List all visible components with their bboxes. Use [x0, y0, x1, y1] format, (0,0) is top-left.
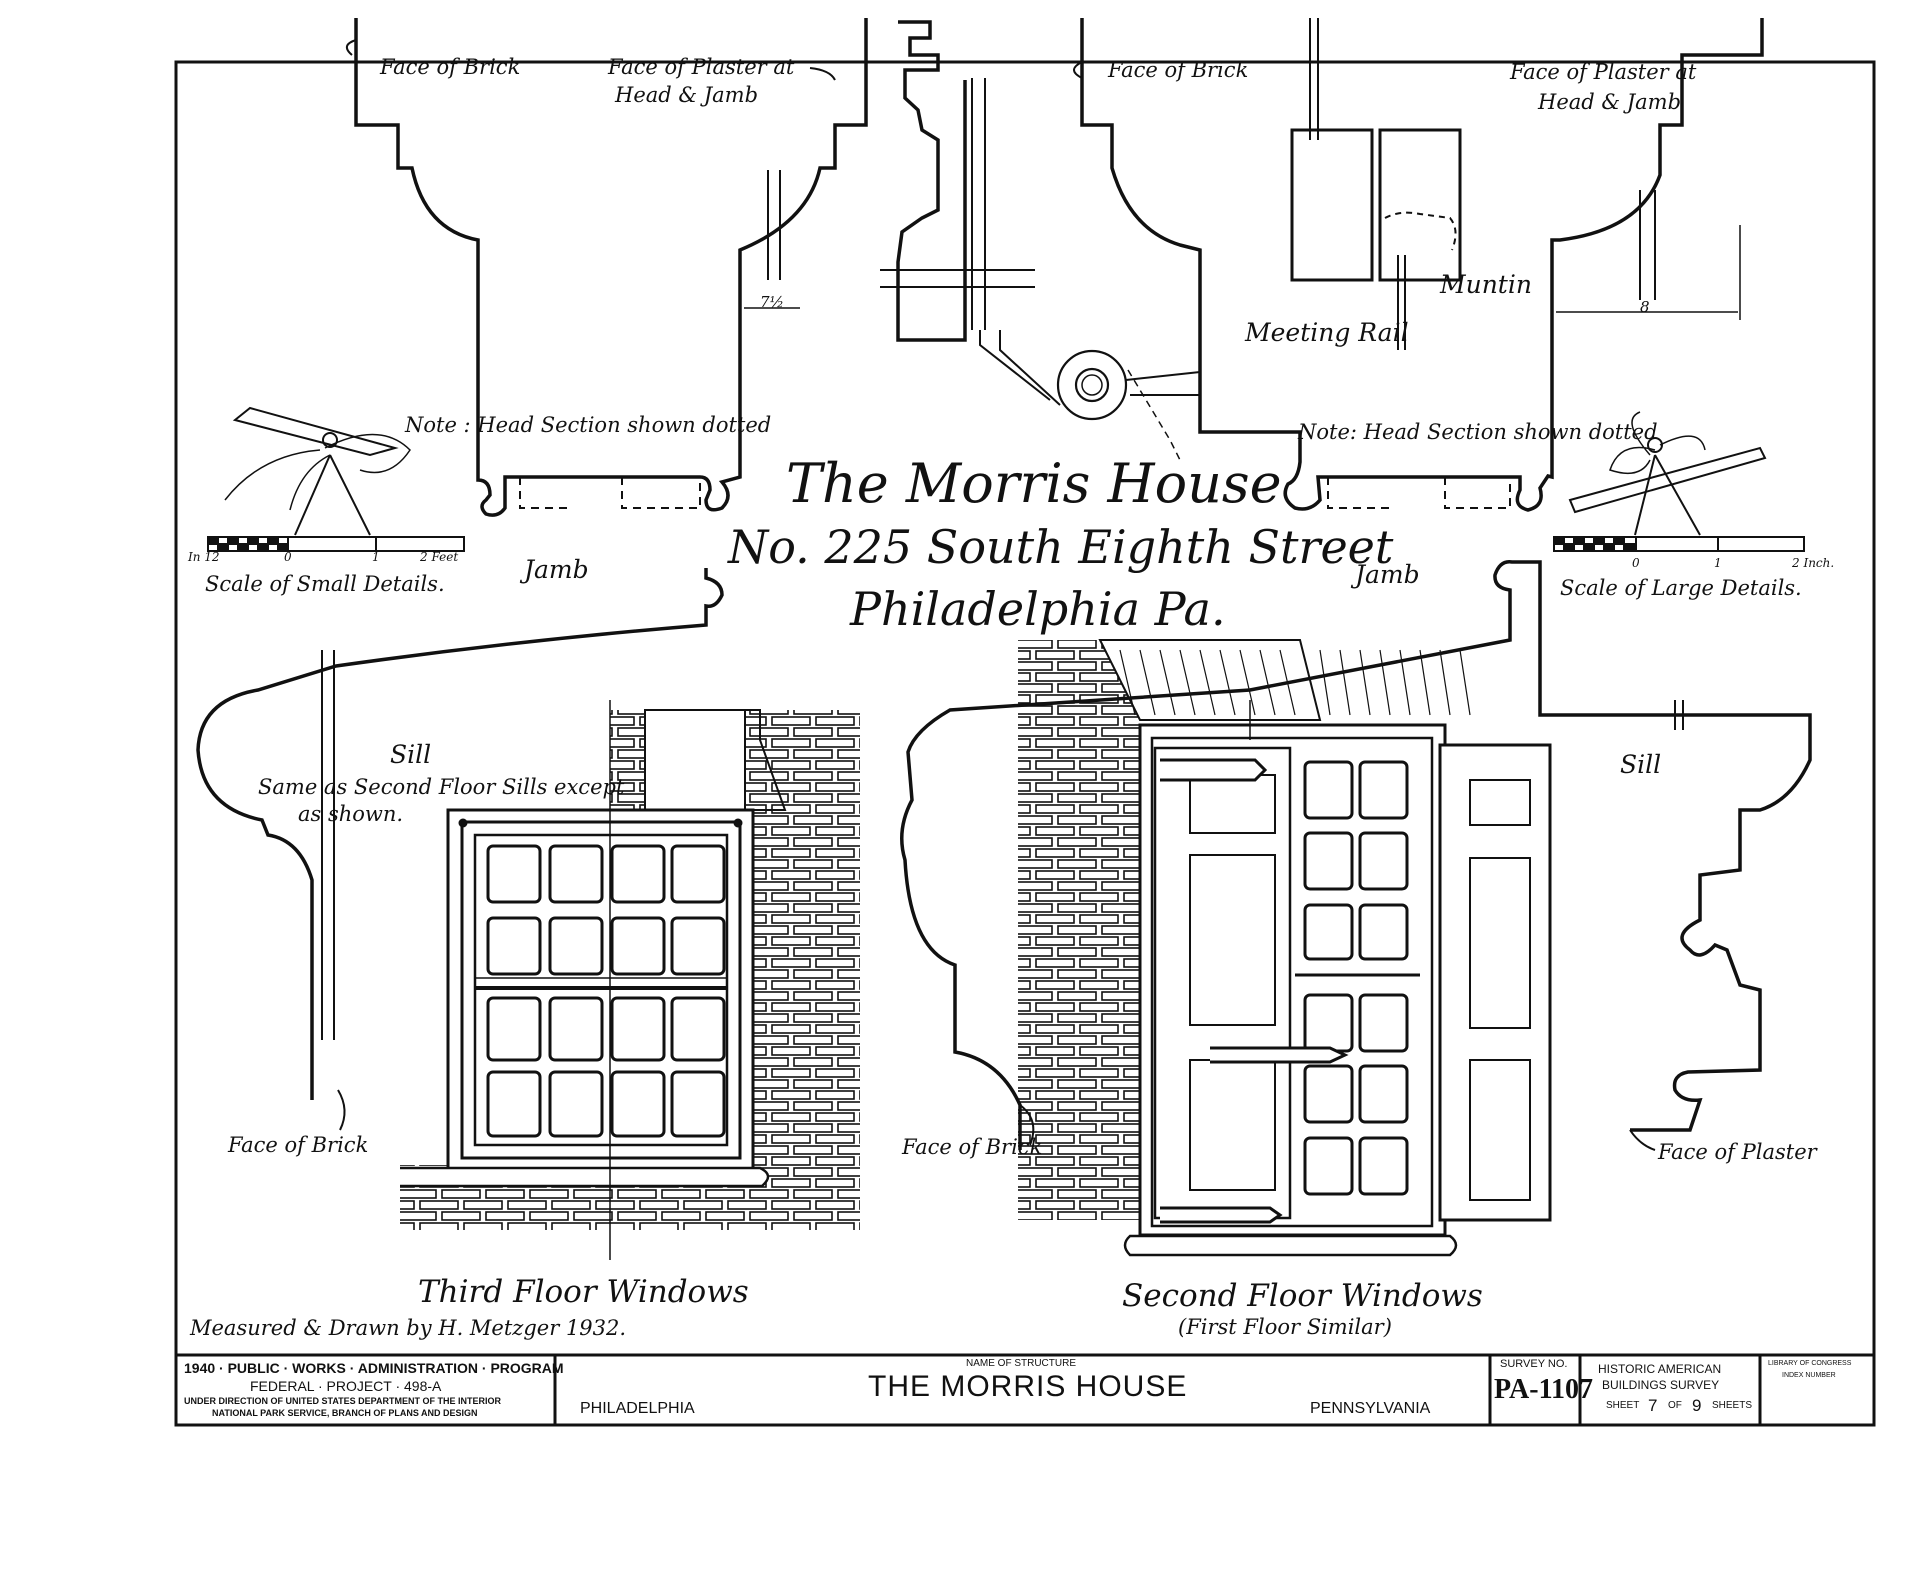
sill-profile-center: [900, 560, 1812, 1150]
caption-first-floor-similar: (First Floor Similar): [1178, 1315, 1392, 1339]
second-floor-window: [1018, 639, 1552, 1257]
label-face-of-plaster-tr-2: Head & Jamb: [1538, 90, 1682, 114]
jamb-profile-left: [354, 18, 868, 517]
drawing-title-line2: No. 225 South Eighth Street: [728, 520, 1394, 574]
sill-note-2: as shown.: [298, 802, 404, 826]
label-scale-small: Scale of Small Details.: [205, 572, 445, 596]
label-face-of-brick-bc: Face of Brick: [902, 1135, 1043, 1159]
label-face-of-plaster-tl-1: Face of Plaster at: [608, 55, 795, 79]
title-block-frame: [174, 1353, 1876, 1427]
tb-loc-2: INDEX NUMBER: [1782, 1372, 1836, 1379]
tb-direction-1: UNDER DIRECTION OF UNITED STATES DEPARTM…: [184, 1396, 501, 1406]
tb-of-label: OF: [1668, 1400, 1682, 1411]
sill-profile-left: [196, 568, 724, 1100]
drawing-title-line3: Philadelphia Pa.: [850, 582, 1226, 636]
leader-lines: [337, 39, 1656, 1151]
label-face-of-brick-tr: Face of Brick: [1108, 58, 1249, 82]
scale-bar-large: [1553, 411, 1805, 552]
sill-note-1: Same as Second Floor Sills except: [258, 775, 625, 799]
scale-small-tick-1: 0: [284, 550, 292, 564]
tb-agency-1: HISTORIC AMERICAN: [1598, 1362, 1722, 1376]
label-face-of-brick-bl: Face of Brick: [228, 1133, 369, 1157]
tb-survey-label: SURVEY NO.: [1500, 1358, 1568, 1370]
tb-sheets-label: SHEETS: [1712, 1400, 1753, 1411]
sash-section-center: [880, 20, 1201, 461]
tb-agency-2: BUILDINGS SURVEY: [1602, 1378, 1720, 1392]
scale-bar-small: [207, 406, 465, 552]
measured-by: Measured & Drawn by H. Metzger 1932.: [190, 1316, 627, 1340]
label-face-of-plaster-tr-1: Face of Plaster at: [1510, 60, 1697, 84]
drawing-title-line1: The Morris House: [786, 452, 1282, 515]
tb-project: FEDERAL · PROJECT · 498-A: [250, 1378, 442, 1394]
note-right: Note: Head Section shown dotted: [1298, 420, 1658, 444]
tb-sheet-total: 9: [1692, 1396, 1702, 1415]
scale-small-tick-3: 2 Feet: [420, 550, 459, 564]
tb-structure-name: THE MORRIS HOUSE: [868, 1370, 1188, 1403]
tb-survey-no: PA-1107: [1494, 1374, 1594, 1405]
tb-sheet-no: 7: [1648, 1396, 1658, 1415]
scale-large-tick-2: 2 Inch.: [1792, 556, 1835, 570]
caption-third-floor: Third Floor Windows: [418, 1274, 749, 1310]
scale-large-tick-0: 0: [1632, 556, 1640, 570]
tb-direction-2: NATIONAL PARK SERVICE, BRANCH OF PLANS A…: [212, 1408, 478, 1418]
third-floor-window: [400, 700, 860, 1260]
tb-state: PENNSYLVANIA: [1310, 1400, 1431, 1417]
dimension-right: 8: [1640, 298, 1650, 316]
label-scale-large: Scale of Large Details.: [1560, 576, 1802, 600]
tb-loc-1: LIBRARY OF CONGRESS: [1768, 1360, 1852, 1367]
label-face-of-brick-tl: Face of Brick: [380, 55, 521, 79]
scale-small-tick-0: In 12: [188, 550, 220, 564]
label-meeting-rail: Meeting Rail: [1245, 318, 1409, 347]
jamb-profile-right: [1080, 18, 1764, 512]
label-muntin: Muntin: [1440, 270, 1532, 299]
caption-second-floor: Second Floor Windows: [1122, 1278, 1483, 1314]
tb-name-label: NAME OF STRUCTURE: [966, 1358, 1076, 1369]
scale-small-tick-2: 1: [372, 550, 380, 564]
label-jamb-left: Jamb: [524, 555, 589, 584]
note-left: Note : Head Section shown dotted: [405, 413, 772, 437]
tb-sheet-label: SHEET: [1606, 1400, 1640, 1411]
label-face-of-plaster-tl-2: Head & Jamb: [615, 83, 759, 107]
tb-city: PHILADELPHIA: [580, 1400, 695, 1417]
label-face-of-plaster-br: Face of Plaster: [1658, 1140, 1817, 1164]
label-sill-left: Sill: [390, 740, 432, 769]
label-jamb-right: Jamb: [1355, 560, 1420, 589]
label-sill-right: Sill: [1620, 750, 1662, 779]
dimension-left: 7½: [760, 293, 785, 311]
tb-program: 1940 · PUBLIC · WORKS · ADMINISTRATION ·…: [184, 1360, 564, 1376]
scale-large-tick-1: 1: [1714, 556, 1722, 570]
